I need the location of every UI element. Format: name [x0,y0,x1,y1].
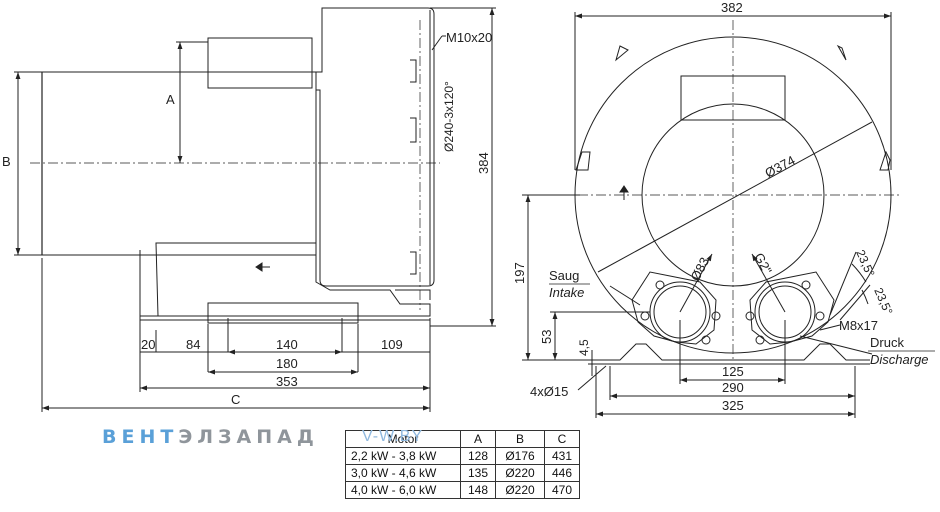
cell-motor: 2,2 kW - 3,8 kW [345,447,461,465]
terminal-box [207,37,313,89]
brand-logo: ВЕНТЭЛЗАПАД [102,426,319,448]
dim-125: 125 [722,364,744,379]
dim-353: 353 [276,374,298,389]
dim-84: 84 [186,337,200,352]
brand-part-2: ЭЛЗАПАД [178,426,319,448]
cell-b: Ø220 [495,464,545,482]
label-intake: Intake [549,285,584,300]
cell-b: Ø176 [495,447,545,465]
side-view [14,7,496,412]
dim-a: A [166,92,175,107]
label-saug: Saug [549,268,579,283]
header-c: C [544,430,580,448]
dim-c: C [231,392,240,407]
dim-d240: Ø240-3x120° [442,81,456,152]
cell-a: 135 [460,464,496,482]
dim-384: 384 [476,152,491,174]
dim-4-5: 4,5 [577,339,591,356]
dim-g2: G2" [751,250,775,277]
header-a: A [460,430,496,448]
dim-109: 109 [381,337,403,352]
front-view [522,12,900,418]
dim-m8: M8x17 [839,318,878,333]
dim-197: 197 [512,262,527,284]
cell-c: 446 [544,464,580,482]
blower-housing [315,7,435,287]
discharge-flange [749,271,835,345]
side-view-labels: A B C 384 Ø240-3x120° M10x20 20 84 140 1… [2,30,492,407]
cell-motor: 4,0 kW - 6,0 kW [345,481,461,499]
dim-53: 53 [539,330,554,344]
dim-374: Ø374 [762,152,797,180]
brand-part-1: ВЕНТ [102,426,179,448]
cell-c: 431 [544,447,580,465]
cell-b: Ø220 [495,481,545,499]
dim-angle-1: 23,5° [853,248,877,280]
table-row: 4,0 kW - 6,0 kW 148 Ø220 470 [345,481,580,499]
label-discharge: Discharge [870,352,929,367]
dim-180: 180 [276,356,298,371]
cell-a: 148 [460,481,496,499]
table-row: 3,0 kW - 4,6 kW 135 Ø220 446 [345,464,580,482]
header-b: B [495,430,545,448]
table-header-row: Motor A B C [345,430,580,448]
cell-motor: 3,0 kW - 4,6 kW [345,464,461,482]
dim-325: 325 [722,398,744,413]
dim-382: 382 [721,0,743,15]
dim-b: B [2,154,11,169]
dim-holes: 4xØ15 [530,384,568,399]
label-druck: Druck [870,335,904,350]
dim-m10: M10x20 [446,30,492,45]
motor-spec-table: Motor A B C 2,2 kW - 3,8 kW 128 Ø176 431… [345,430,580,499]
motor-body [41,71,317,256]
dim-290: 290 [722,380,744,395]
base-plate [207,302,359,324]
dim-d83: Ø83 [687,255,712,284]
intake-flange [631,271,717,345]
dim-140: 140 [276,337,298,352]
dim-20: 20 [141,337,155,352]
cell-c: 470 [544,481,580,499]
dim-angle-2: 23,5° [871,286,895,318]
table-row: 2,2 kW - 3,8 kW 128 Ø176 431 [345,447,580,465]
cell-a: 128 [460,447,496,465]
watermark: V-W.BY [362,428,424,445]
